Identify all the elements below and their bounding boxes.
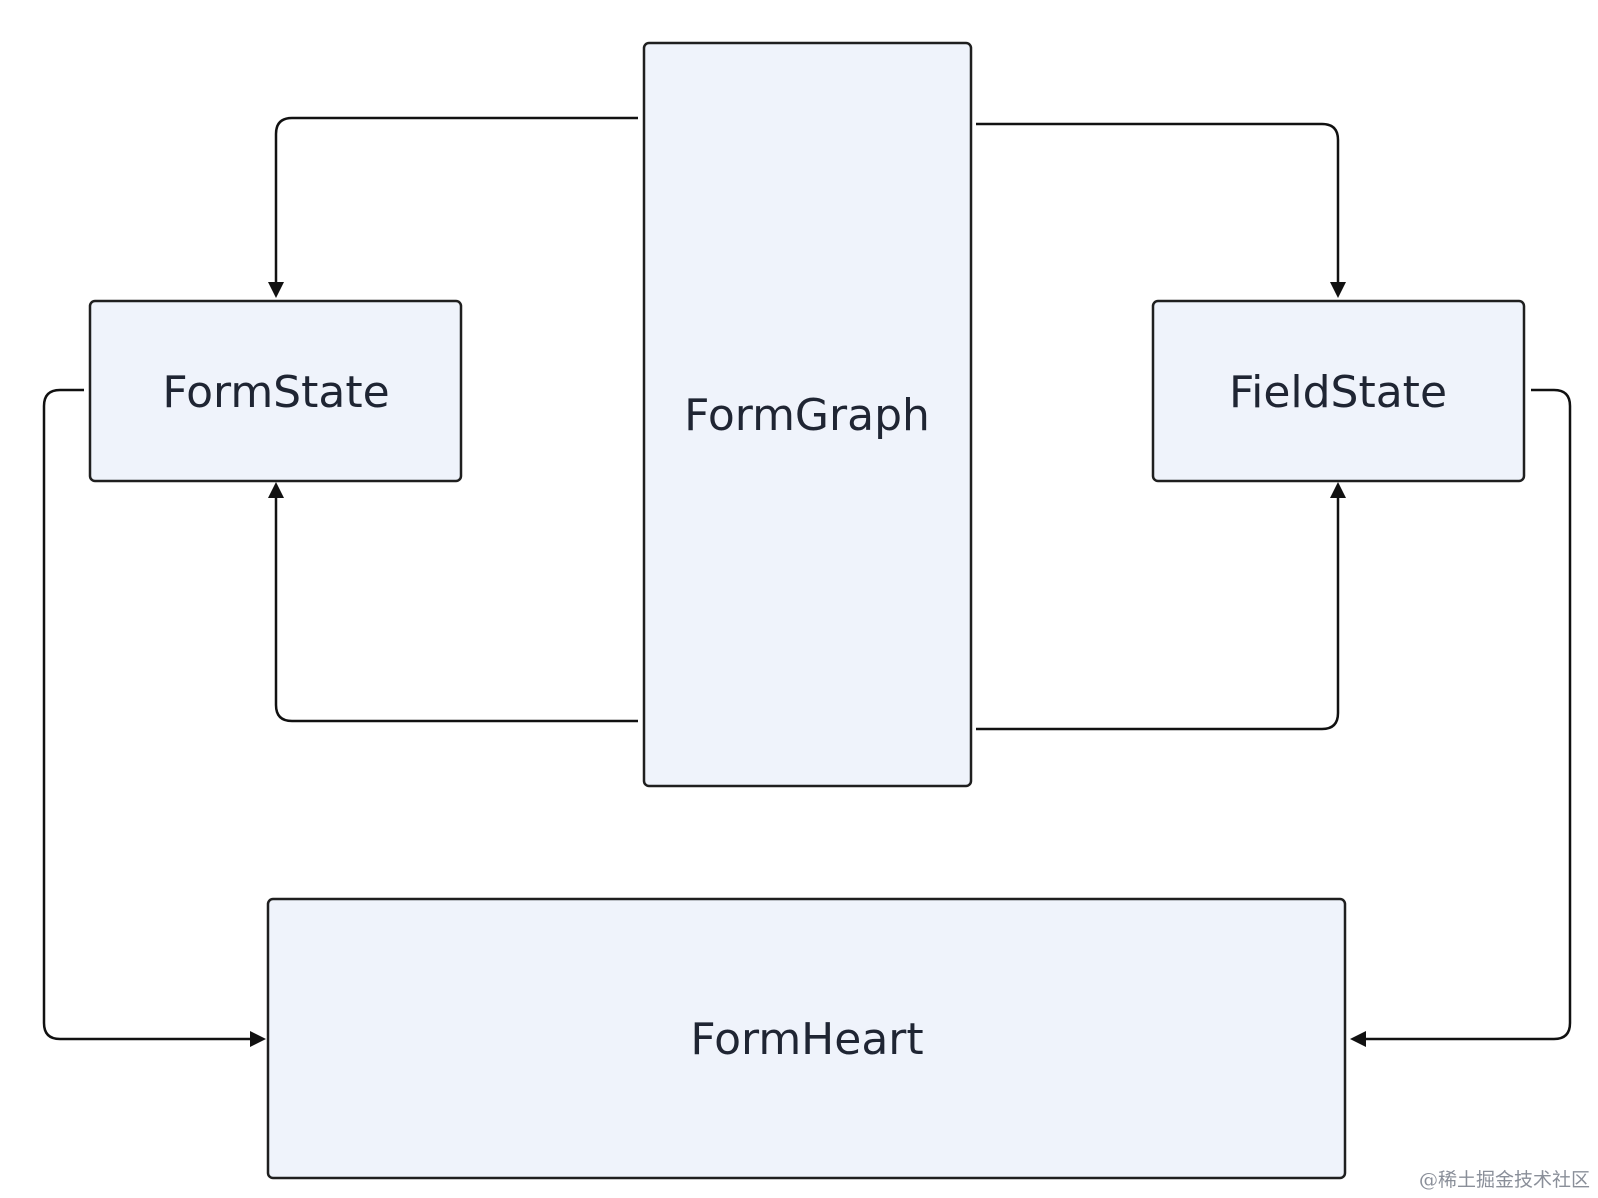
node-formgraph: FormGraph xyxy=(642,41,973,788)
fieldstate-label: FieldState xyxy=(1229,367,1447,418)
formgraph-label: FormGraph xyxy=(684,390,930,441)
formheart-box xyxy=(266,897,1347,1180)
edge-formgraph-to-formstate-bottom xyxy=(274,496,638,723)
edge-formgraph-to-fieldstate-top xyxy=(976,122,1340,284)
edge-formstate-to-formheart xyxy=(42,388,252,1041)
formstate-box xyxy=(88,299,463,483)
arrowhead-formheart-left xyxy=(250,1031,266,1047)
watermark: @稀土掘金技术社区 xyxy=(1418,1169,1590,1191)
formstate-label: FormState xyxy=(162,367,389,418)
edge-formgraph-to-fieldstate-bottom xyxy=(976,496,1340,731)
node-formheart: FormHeart xyxy=(266,897,1347,1180)
edges xyxy=(42,116,1572,1047)
formheart-label: FormHeart xyxy=(690,1014,923,1065)
fieldstate-box xyxy=(1151,299,1526,483)
formgraph-box xyxy=(642,41,973,788)
arrowhead-formheart-right xyxy=(1350,1031,1366,1047)
edge-fieldstate-to-formheart xyxy=(1364,388,1572,1041)
node-formstate: FormState xyxy=(88,299,463,483)
node-fieldstate: FieldState xyxy=(1151,299,1526,483)
arrowhead-fieldstate-bottom xyxy=(1330,482,1346,498)
arrowhead-fieldstate-top xyxy=(1330,282,1346,298)
arrowhead-formstate-bottom xyxy=(268,482,284,498)
arrowhead-formstate-top xyxy=(268,282,284,298)
edge-formgraph-to-formstate-top xyxy=(274,116,638,284)
